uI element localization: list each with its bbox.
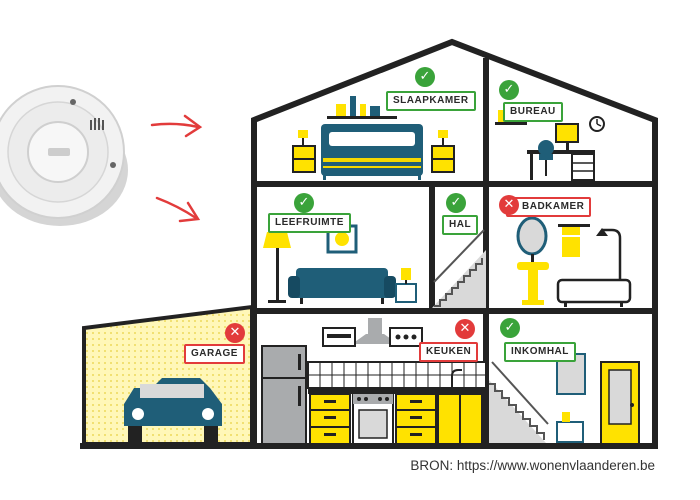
cross-icon: ✕ — [225, 323, 245, 343]
oven-icon — [352, 393, 394, 445]
sink-icon — [517, 254, 549, 305]
room-label-leefruimte: LEEFRUIMTE — [268, 213, 351, 233]
room-label-inkomhal: INKOMHAL — [504, 342, 576, 362]
upper-cabinet-icon — [322, 327, 423, 347]
nightstand-lamp-right — [431, 130, 455, 173]
wall-shelf — [327, 96, 397, 119]
nightstand-lamp-left — [292, 130, 316, 173]
towel-rack-icon — [558, 224, 590, 257]
check-icon: ✓ — [294, 193, 314, 213]
smoke-detector-icon — [0, 85, 128, 226]
check-icon: ✓ — [499, 80, 519, 100]
kitchen-backsplash — [307, 361, 487, 389]
range-hood-icon — [352, 318, 398, 344]
side-table-icon — [395, 268, 417, 303]
floor-lamp-icon — [263, 232, 291, 303]
coat-rack-icon — [556, 353, 586, 443]
mirror-icon — [516, 216, 548, 256]
cross-icon: ✕ — [455, 319, 475, 339]
check-icon: ✓ — [415, 67, 435, 87]
source-caption: BRON: https://www.wonenvlaanderen.be — [410, 458, 655, 473]
stairs-icon — [489, 361, 549, 443]
painting-icon — [326, 224, 358, 254]
desk-icon — [527, 123, 595, 181]
bathtub-icon — [556, 228, 632, 307]
arrow-right-icon — [150, 114, 203, 138]
cross-icon: ✕ — [499, 195, 519, 215]
check-icon: ✓ — [446, 193, 466, 213]
room-label-garage: GARAGE — [184, 344, 245, 364]
room-label-hal: HAL — [442, 215, 479, 235]
car-icon — [124, 378, 222, 444]
room-label-slaapkamer: SLAAPKAMER — [386, 91, 476, 111]
bed-icon — [321, 124, 423, 180]
room-label-badkamer: BADKAMER — [506, 197, 592, 217]
room-label-keuken: KEUKEN — [419, 342, 479, 362]
sofa-icon — [288, 268, 396, 304]
clock-icon — [589, 116, 605, 132]
check-icon: ✓ — [500, 318, 520, 338]
arrow-right-icon — [155, 196, 201, 223]
room-label-bureau: BUREAU — [503, 102, 563, 122]
fridge-icon — [261, 345, 307, 445]
front-door-icon — [600, 361, 640, 445]
stairs-icon — [432, 229, 486, 308]
kitchen-counter — [308, 369, 486, 445]
